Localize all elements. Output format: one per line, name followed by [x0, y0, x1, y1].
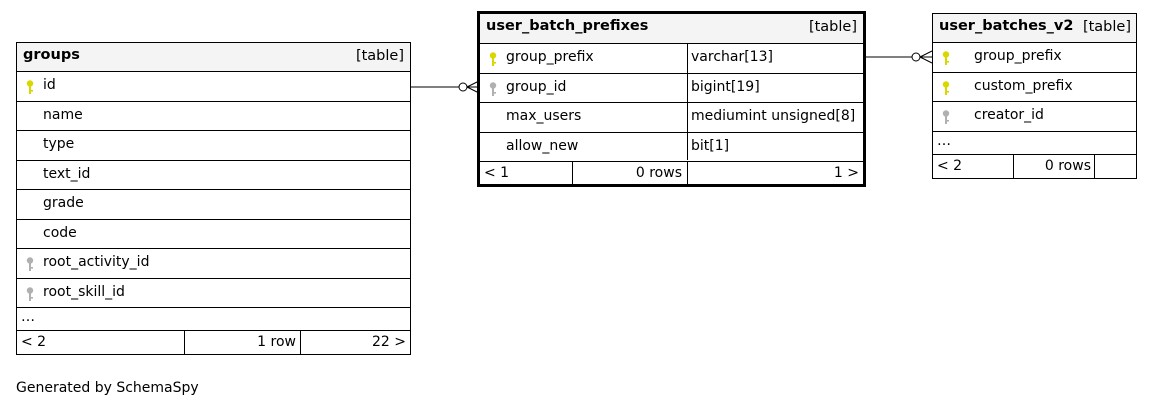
table-kind: [table] [808, 19, 857, 35]
column-row[interactable]: group_prefix [933, 43, 1136, 73]
column-name: custom_prefix [974, 77, 1073, 94]
table-name: user_batch_prefixes [486, 18, 649, 34]
column-row[interactable]: code [17, 220, 410, 249]
table-user-batches-v2[interactable]: user_batches_v2 [table] group_prefix cus… [932, 13, 1137, 179]
column-name: group_prefix [506, 49, 594, 65]
column-name: name [43, 106, 83, 123]
column-name: creator_id [974, 107, 1044, 123]
primary-key-icon [942, 80, 950, 95]
column-row[interactable]: type [17, 131, 410, 161]
table-name: user_batches_v2 [939, 18, 1074, 34]
column-row[interactable]: text_id [17, 161, 410, 190]
parents-count[interactable]: < 2 [937, 157, 963, 174]
relationship-groups-to-user-batch-prefixes[interactable] [411, 80, 480, 94]
table-header: user_batch_prefixes [table] [480, 14, 863, 44]
column-name: grade [43, 195, 84, 211]
column-row[interactable]: allow_new bit[1] [480, 133, 863, 162]
table-header: user_batches_v2 [table] [933, 14, 1136, 43]
column-name: type [43, 136, 75, 152]
column-name: code [43, 224, 77, 241]
column-row[interactable]: custom_prefix [933, 73, 1136, 102]
column-name: text_id [43, 165, 91, 182]
column-name: max_users [506, 108, 582, 124]
column-row[interactable]: root_skill_id [17, 279, 410, 308]
column-row[interactable]: id [17, 72, 410, 102]
foreign-key-icon [26, 286, 34, 301]
column-name: group_id [506, 78, 567, 95]
column-type: varchar[13] [691, 49, 773, 65]
primary-key-icon [26, 80, 34, 94]
table-name: groups [23, 47, 80, 63]
table-header: groups [table] [17, 43, 410, 72]
primary-key-icon [489, 52, 497, 66]
column-name: group_prefix [974, 48, 1062, 64]
foreign-key-icon [942, 110, 950, 124]
row-count: 0 rows [635, 165, 682, 181]
more-columns: … [933, 132, 1136, 155]
column-name: id [43, 77, 56, 93]
column-row[interactable]: name [17, 102, 410, 131]
column-row[interactable]: grade [17, 190, 410, 220]
primary-key-icon [942, 51, 950, 65]
column-row[interactable]: creator_id [933, 102, 1136, 132]
table-footer: < 2 1 row 22 > [17, 331, 410, 355]
more-columns: … [17, 308, 410, 331]
row-count: 0 rows [1044, 157, 1091, 174]
table-groups[interactable]: groups [table] id name type text_id grad… [16, 42, 411, 355]
column-type: bit[1] [691, 137, 730, 154]
relationship-user-batch-prefixes-to-user-batches-v2[interactable] [866, 50, 933, 64]
parents-count[interactable]: < 2 [21, 334, 47, 350]
table-kind: [table] [1082, 19, 1131, 35]
column-row[interactable]: group_prefix varchar[13] [480, 44, 863, 74]
foreign-key-icon [489, 81, 497, 96]
table-footer: < 1 0 rows 1 > [480, 162, 863, 186]
column-name: allow_new [506, 137, 579, 154]
table-user-batch-prefixes[interactable]: user_batch_prefixes [table] group_prefix… [477, 11, 866, 187]
column-row[interactable]: group_id bigint[19] [480, 74, 863, 103]
column-name: root_skill_id [43, 283, 125, 300]
column-name: root_activity_id [43, 254, 150, 270]
generated-by-label: Generated by SchemaSpy [16, 380, 199, 396]
parents-count[interactable]: < 1 [484, 165, 510, 181]
column-type: bigint[19] [691, 78, 760, 95]
column-type: mediumint unsigned[8] [691, 108, 856, 124]
foreign-key-icon [26, 257, 34, 271]
children-count[interactable]: 1 > [833, 165, 859, 181]
row-count: 1 row [257, 334, 296, 350]
column-row[interactable]: root_activity_id [17, 249, 410, 279]
children-count[interactable]: 22 > [372, 334, 406, 350]
column-row[interactable]: max_users mediumint unsigned[8] [480, 103, 863, 133]
table-kind: [table] [355, 48, 404, 64]
table-footer: < 2 0 rows [933, 154, 1136, 179]
